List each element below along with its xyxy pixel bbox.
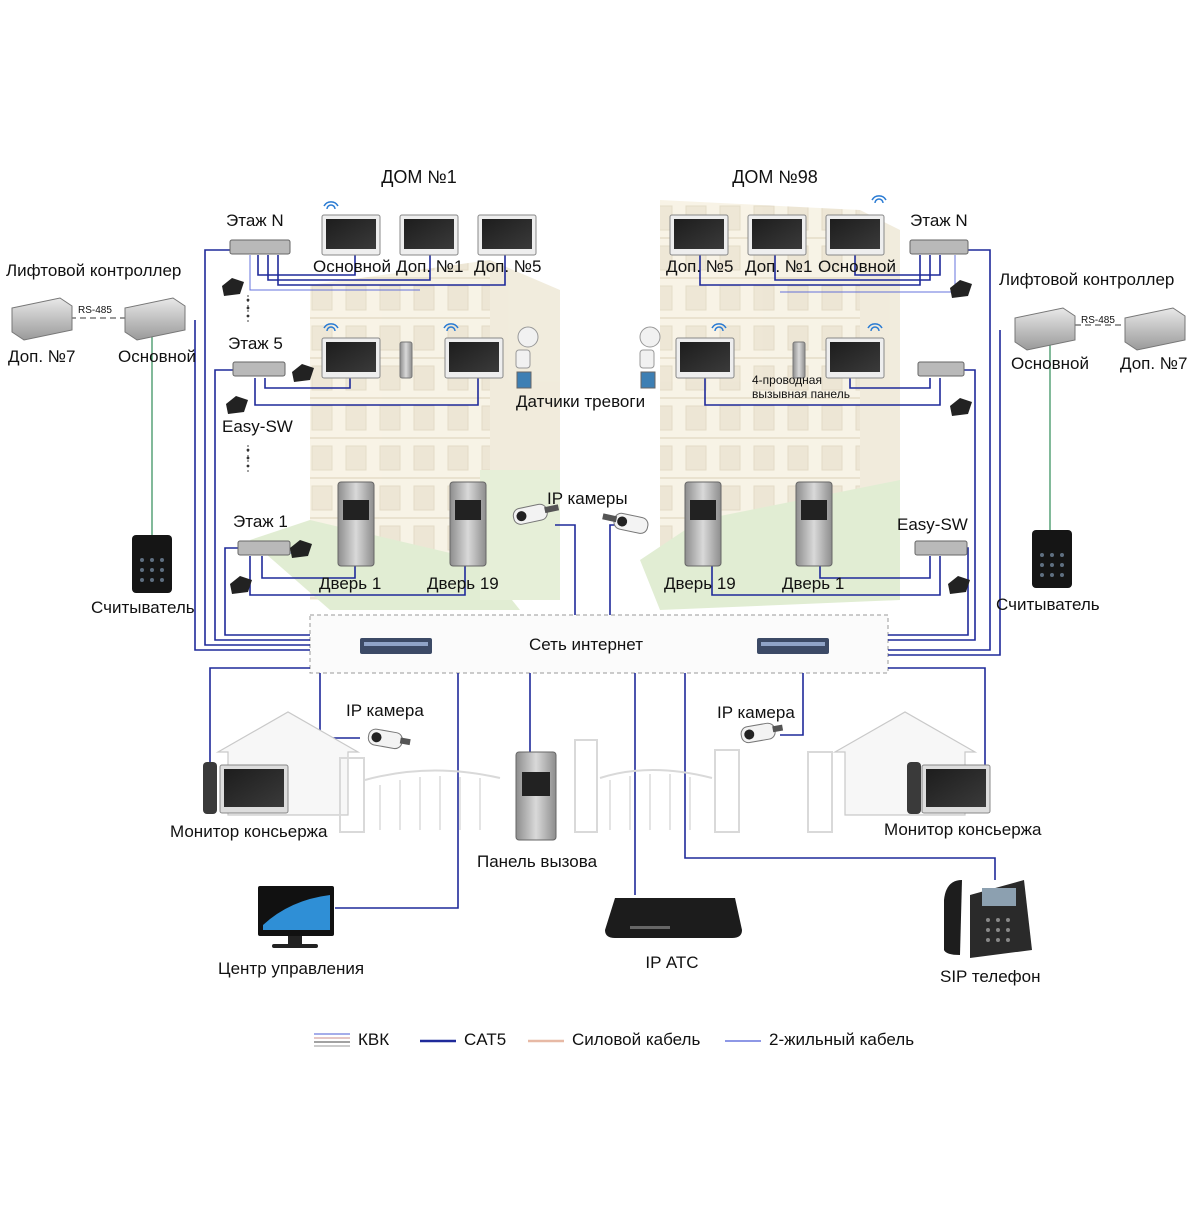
right-easy-sw-label: Easy-SW [897,515,968,534]
right-monitor-extra5-label: Доп. №5 [666,257,734,276]
call-panel-label: Панель вызова [476,852,598,871]
left-door1-label: Дверь 1 [319,574,382,593]
legend-swatch-kvk [314,1033,350,1047]
left-easy-sw-label: Easy-SW [222,417,293,436]
concierge-monitor-icon [203,762,991,814]
concierge-right-label: Монитор консьержа [884,820,1042,839]
legend-item-kvk: КВК [314,1030,389,1050]
legend-label-twowire: 2-жильный кабель [769,1030,915,1049]
left-lift-title: Лифтовой контроллер [6,261,182,280]
legend-item-cat5: CAT5 [420,1030,506,1050]
lift-controller-icon [11,297,186,341]
right-monitor-extra1-label: Доп. №1 [745,257,813,276]
alarm-sensors-label: Датчики тревоги [516,392,646,411]
card-reader-icon [132,535,172,593]
house-title-right: ДОМ №98 [732,167,818,187]
network-switch-icon [229,239,969,556]
desktop-monitor-icon [258,886,334,948]
monitor-icon [321,214,885,379]
door-panel-icon [337,481,833,841]
internet-label: Сеть интернет [529,635,643,654]
legend-label-power: Силовой кабель [572,1030,701,1049]
left-floor-n-label: Этаж N [226,211,284,230]
legend-swatch-power [528,1039,564,1043]
right-lift-title: Лифтовой контроллер [999,270,1175,289]
right-reader-label: Считыватель [996,595,1100,614]
ip-camera-icon [367,503,784,750]
core-switch-left [360,638,432,654]
building-left [250,260,560,610]
left-floor-1-label: Этаж 1 [233,512,288,531]
sip-phone-icon [944,880,1032,958]
left-monitor-main-label: Основной [313,257,391,276]
continuation-dots [246,298,250,468]
legend-swatch-cat5 [420,1039,456,1043]
gate-icon [339,739,833,833]
core-switch-right [757,638,829,654]
rs485-lines [70,317,1128,326]
right-lift-main-label: Основной [1011,354,1089,373]
legend-item-twowire: 2-жильный кабель [725,1030,914,1050]
lift-controller-icon [1014,307,1186,351]
ip-pbx-icon [605,898,742,938]
wifi-icon [323,195,887,332]
ip-camera-right-label: IP камера [717,703,795,722]
left-lift-main-label: Основной [118,347,196,366]
left-monitor-extra1-label: Доп. №1 [396,257,464,276]
left-reader-label: Считыватель [91,598,195,617]
right-rs485-label: RS-485 [1081,315,1115,326]
house-title-left: ДОМ №1 [381,167,457,187]
left-monitor-extra5-label: Доп. №5 [474,257,542,276]
left-floor-5-label: Этаж 5 [228,334,283,353]
legend-swatch-twowire [725,1040,761,1042]
concierge-left-label: Монитор консьержа [170,822,328,841]
alarm-sensor-icon [515,326,661,389]
left-rs485-label: RS-485 [78,305,112,316]
right-door1-label: Дверь 1 [782,574,845,593]
reader-lines [151,335,1051,535]
right-floor-n-label: Этаж N [910,211,968,230]
ip-cameras-label: IP камеры [547,489,628,508]
ip-pbx-label: IP АТС [645,953,699,972]
right-door19-label: Дверь 19 [664,574,736,593]
door-panel-icon [399,341,806,379]
left-lift-extra-label: Доп. №7 [8,347,76,366]
four-wire-panel-label: 4-проводная вызывная панель [752,373,850,401]
right-lift-extra-label: Доп. №7 [1120,354,1188,373]
right-monitor-main-label: Основной [818,257,896,276]
legend-label-cat5: CAT5 [464,1030,507,1049]
ip-camera-left-label: IP камера [346,701,424,720]
card-reader-icon [1032,530,1072,588]
legend-item-power: Силовой кабель [528,1030,700,1050]
cat5-wires [194,249,1001,909]
handset-icon [222,278,972,594]
legend-label-kvk: КВК [358,1030,390,1049]
left-door19-label: Дверь 19 [427,574,499,593]
sip-phone-label: SIP телефон [940,967,1041,986]
control-center-label: Центр управления [218,959,365,978]
